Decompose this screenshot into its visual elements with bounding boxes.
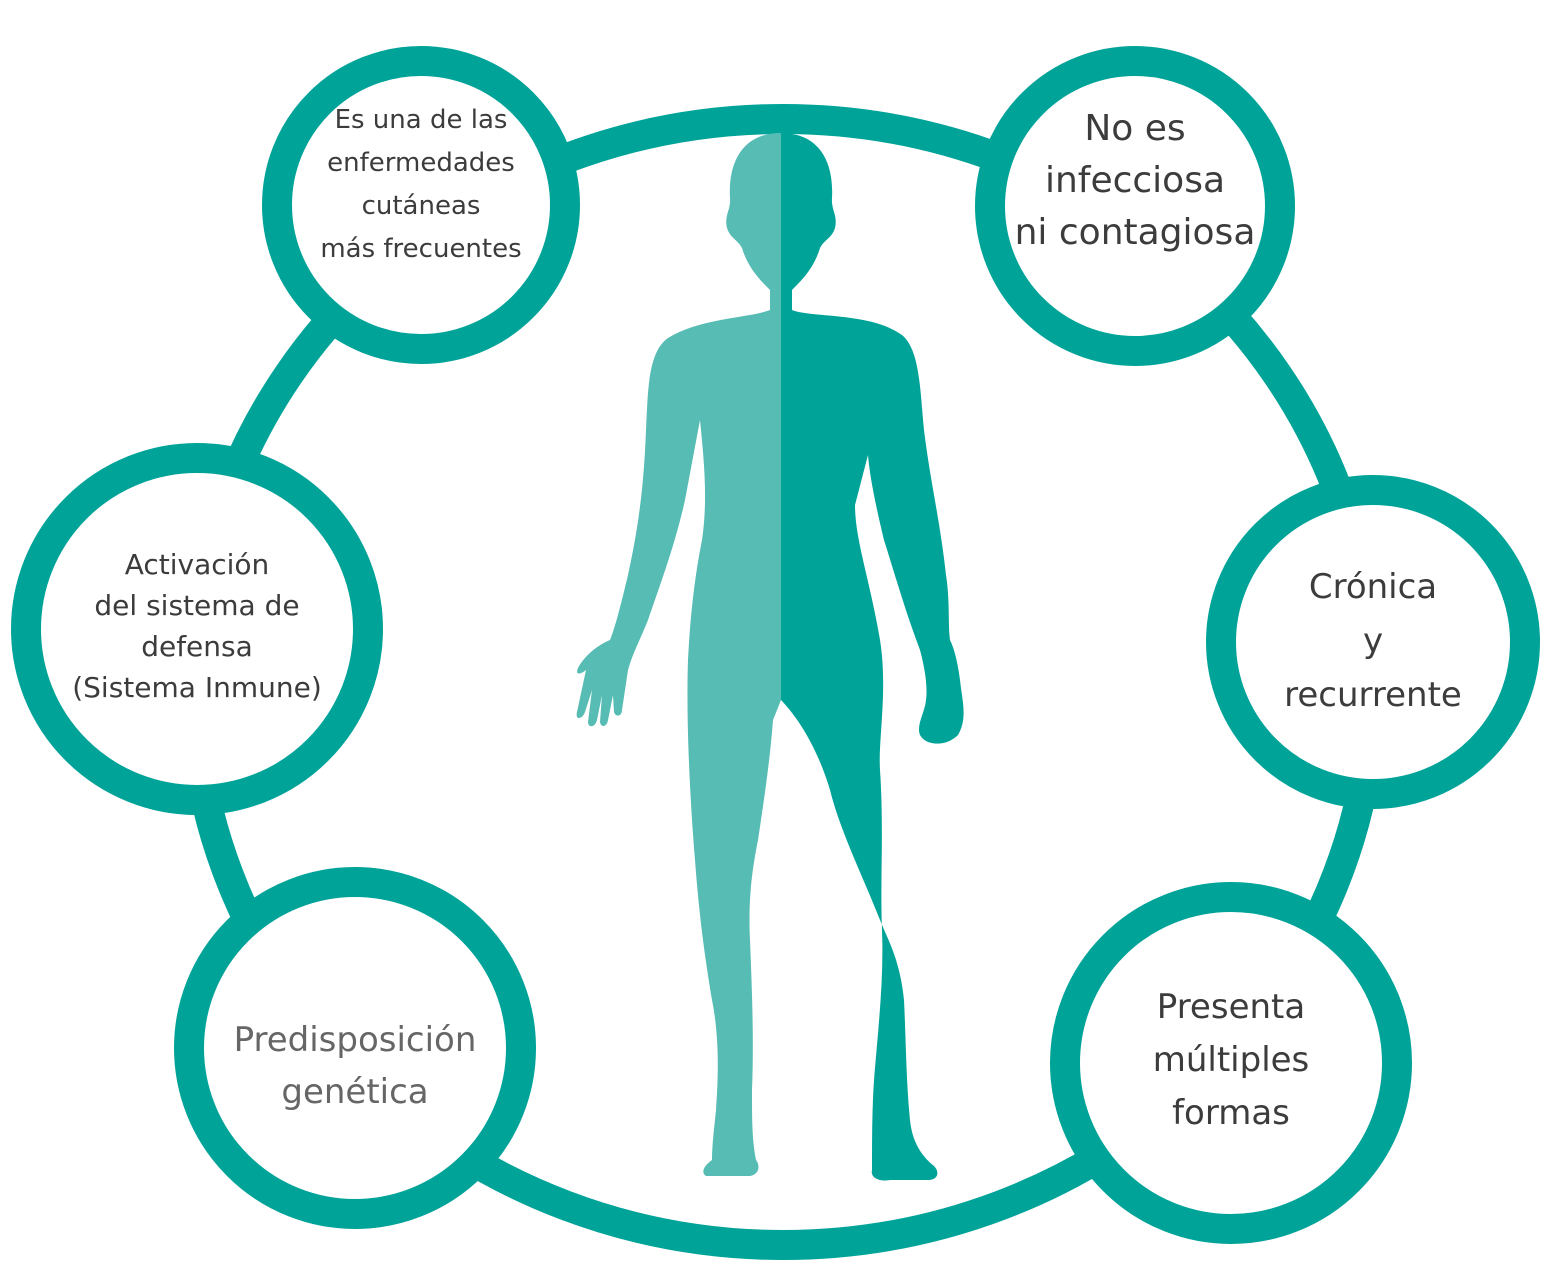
- node-label-line: Es una de las: [335, 105, 508, 135]
- node-label-line: (Sistema Inmune): [72, 671, 322, 704]
- node-label-line: formas: [1172, 1093, 1290, 1133]
- node-circle: [11, 443, 383, 815]
- node-label-line: No es: [1084, 108, 1185, 149]
- node-label-line: Activación: [125, 548, 270, 581]
- node-label-line: genética: [281, 1072, 428, 1112]
- node-label-line: infecciosa: [1045, 160, 1225, 201]
- node-label-line: más frecuentes: [320, 234, 521, 264]
- node-genetic: Predisposición genética: [174, 867, 536, 1229]
- human-body-silhouette-icon: [576, 133, 964, 1181]
- node-label-line: defensa: [141, 630, 253, 663]
- node-label-line: recurrente: [1284, 675, 1462, 715]
- node-label-line: del sistema de: [94, 589, 299, 622]
- node-immune: Activación del sistema de defensa (Sistema …: [11, 443, 383, 815]
- node-forms: Presenta múltiples formas: [1050, 882, 1412, 1244]
- node-not-infectious: No es infecciosa ni contagiosa: [975, 46, 1295, 366]
- node-chronic: Crónica y recurrente: [1206, 475, 1540, 809]
- node-label-line: múltiples: [1153, 1040, 1310, 1080]
- node-label-line: ni contagiosa: [1015, 212, 1256, 253]
- node-circle: [1050, 882, 1412, 1244]
- node-circle: [1206, 475, 1540, 809]
- node-circle: [262, 46, 580, 364]
- node-frequent: Es una de las enfermedades cutáneas más fre…: [262, 46, 580, 364]
- node-label-line: cutáneas: [362, 191, 481, 221]
- node-label-line: y: [1363, 621, 1383, 661]
- nodes-layer: Es una de las enfermedades cutáneas más fre…: [11, 46, 1540, 1244]
- node-circle: [975, 46, 1295, 366]
- node-label-line: Predisposición: [234, 1020, 477, 1060]
- node-label-line: enfermedades: [327, 148, 515, 178]
- node-circle: [174, 867, 536, 1229]
- node-label-line: Crónica: [1309, 567, 1437, 607]
- node-label-line: Presenta: [1157, 987, 1305, 1027]
